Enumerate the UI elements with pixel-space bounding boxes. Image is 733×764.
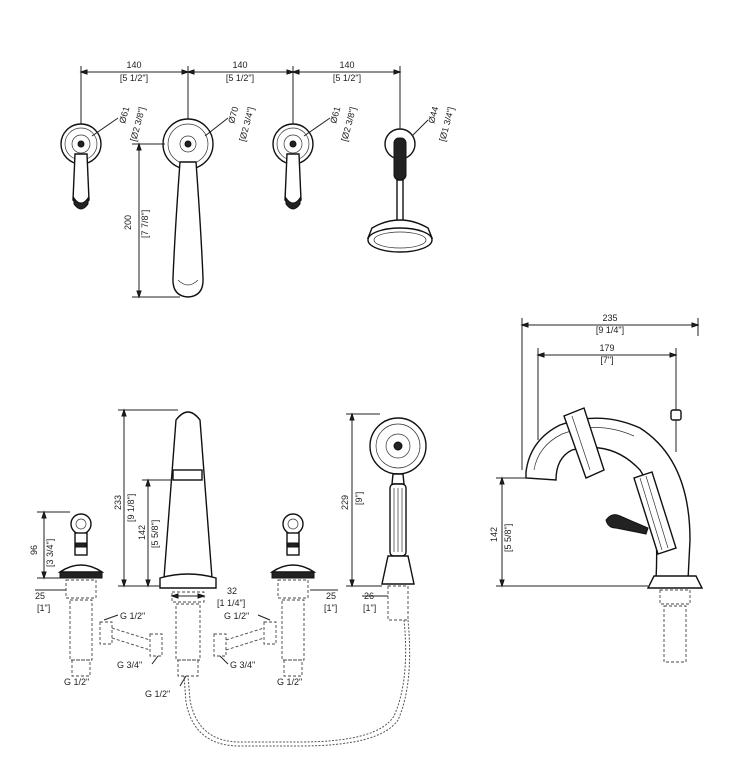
spout-top	[162, 117, 229, 298]
thread-g-half-right-bottom: G 1/2"	[277, 677, 302, 687]
handshower-front	[183, 417, 427, 747]
spout-front	[159, 411, 217, 677]
outlet-height-dimension	[496, 476, 648, 588]
handshower-offset-mm: 179	[599, 343, 614, 353]
diameter-4-inch: [Ø1 3/4"]	[437, 106, 456, 143]
diameter-1-mm: Ø61	[117, 105, 131, 124]
left-handle-front	[57, 513, 105, 677]
outlet-height-inch: [5 5/8"]	[503, 524, 513, 552]
side-spout-body	[525, 407, 704, 663]
spout-outlet-dimension	[142, 478, 172, 588]
thread-g-half-right: G 1/2"	[224, 611, 249, 621]
diameter-1-inch: [Ø2 3/8"]	[128, 106, 147, 143]
left-deck-inch: [1"]	[37, 603, 50, 613]
spacing-3-mm: 140	[339, 60, 354, 70]
overall-width-inch: [9 1/4"]	[596, 325, 624, 335]
diameter-2-mm: Ø70	[226, 105, 240, 124]
diameter-3-mm: Ø61	[328, 105, 342, 124]
spout-deck-mm: 32	[227, 586, 237, 596]
spout-outlet-inch: [5 5/8"]	[150, 520, 160, 548]
top-view: 140 [5 1/2"] 140 [5 1/2"] 140 [5 1/2"] Ø…	[60, 60, 456, 299]
spacing-1-mm: 140	[126, 60, 141, 70]
handshower-top	[366, 119, 434, 253]
handle-height-dimension	[37, 510, 70, 580]
spout-height-dimension	[118, 408, 178, 588]
spout-reach-inch: [7 7/8"]	[140, 210, 150, 238]
left-handle-top	[60, 117, 119, 210]
handle-height-inch: [3 3/4"]	[45, 539, 55, 567]
shower-deck-inch: [1"]	[363, 603, 376, 613]
thread-g-threequarter-left: G 3/4"	[117, 660, 142, 670]
handshower-offset-dimension	[536, 348, 678, 440]
spout-reach-dimension	[132, 142, 180, 299]
valve-connections	[99, 621, 277, 657]
right-deck-inch: [1"]	[324, 603, 337, 613]
right-handle-front	[269, 513, 317, 677]
diameter-4-mm: Ø44	[426, 105, 440, 124]
handshower-height-inch: [9"]	[354, 492, 364, 505]
spout-outlet-mm: 142	[137, 525, 147, 540]
diameter-3-inch: [Ø2 3/8"]	[339, 106, 358, 143]
thread-g-threequarter-right: G 3/4"	[230, 660, 255, 670]
outlet-height-mm: 142	[489, 527, 499, 542]
handshower-height-mm: 229	[340, 495, 350, 510]
spacing-2-mm: 140	[232, 60, 247, 70]
handle-height-mm: 96	[29, 545, 39, 555]
spacing-2-inch: [5 1/2"]	[226, 73, 254, 83]
spout-height-inch: [9 1/8"]	[126, 494, 136, 522]
spout-height-mm: 233	[113, 495, 123, 510]
handshower-offset-inch: [7"]	[600, 355, 613, 365]
left-deck-mm: 25	[35, 591, 45, 601]
diameter-2-inch: [Ø2 3/4"]	[237, 106, 256, 143]
handshower-height-dimension	[346, 412, 382, 588]
thread-g-half-left-bottom: G 1/2"	[64, 677, 89, 687]
overall-width-dimension	[520, 318, 700, 470]
overall-width-mm: 235	[602, 313, 617, 323]
top-spacing-dimensions: 140 [5 1/2"] 140 [5 1/2"] 140 [5 1/2"]	[79, 60, 402, 140]
thread-g-half-center: G 1/2"	[145, 689, 170, 699]
shower-deck-mm: 26	[364, 591, 374, 601]
spout-reach-mm: 200	[123, 215, 133, 230]
spacing-3-inch: [5 1/2"]	[333, 73, 361, 83]
spout-deck-inch: [1 1/4"]	[217, 598, 245, 608]
right-deck-mm: 25	[326, 591, 336, 601]
side-view: 235 [9 1/4"] 179 [7"]	[489, 313, 704, 663]
spout-deck-dimension	[170, 593, 206, 599]
right-handle-top	[272, 117, 331, 210]
thread-g-half-left: G 1/2"	[120, 611, 145, 621]
front-view: 96 [3 3/4"] 25 [1"] 233 [9 1/8"]	[29, 408, 427, 747]
spacing-1-inch: [5 1/2"]	[120, 73, 148, 83]
